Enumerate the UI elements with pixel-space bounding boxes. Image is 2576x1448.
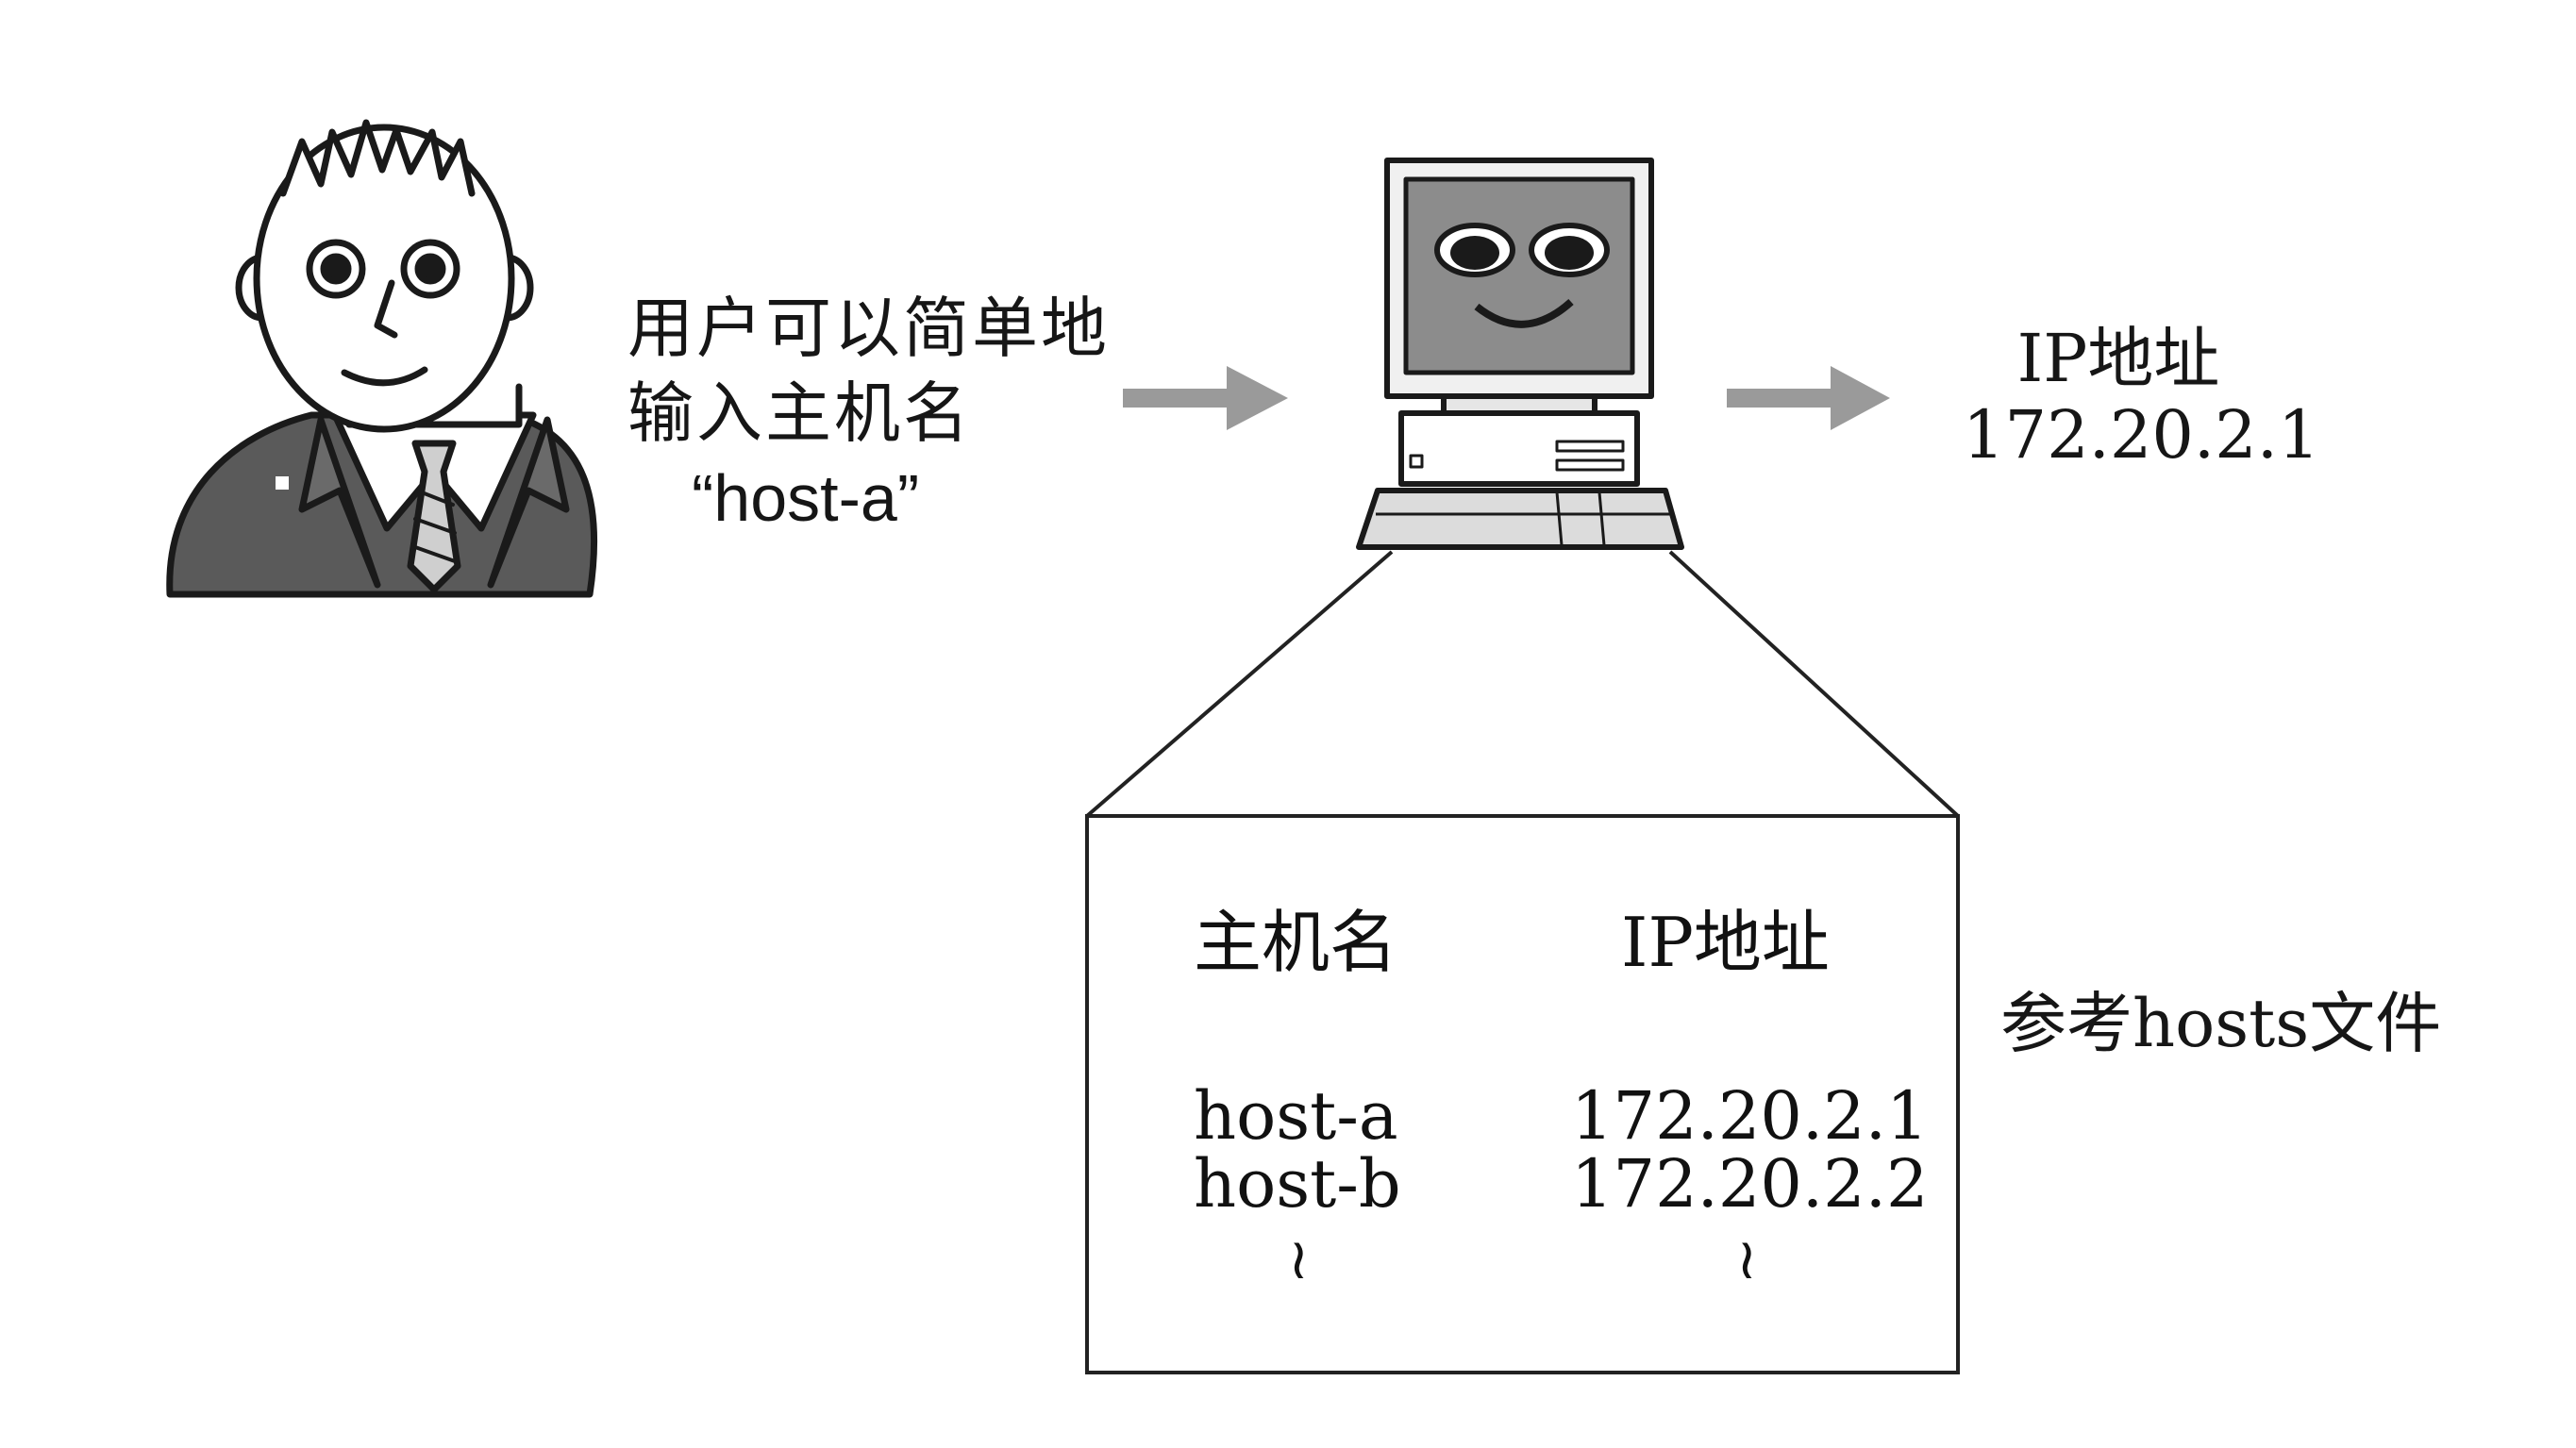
user-person-icon xyxy=(166,119,598,598)
projection-lines xyxy=(1085,550,1960,818)
hosts-table-row-2-hostname: host-b xyxy=(1194,1145,1401,1223)
arrow-right-icon xyxy=(1123,366,1288,430)
hosts-file-caption: 参考hosts文件 xyxy=(2000,985,2442,1062)
hosts-table-continuation-ip: ≀ xyxy=(1736,1226,1758,1292)
hosts-file-box xyxy=(1085,814,1960,1374)
hosts-table-header-ip: IP地址 xyxy=(1621,903,1830,982)
hosts-table-row-2-ip: 172.20.2.2 xyxy=(1571,1145,1929,1223)
resolved-ip: IP地址 172.20.2.1 xyxy=(1963,320,2320,474)
user-caption: 用户可以简单地 输入主机名 “host-a” xyxy=(627,291,1110,537)
hosts-table-header-hostname: 主机名 xyxy=(1194,903,1398,982)
user-caption-line-1: 用户可以简单地 xyxy=(627,290,1110,367)
user-caption-hostname: “host-a” xyxy=(692,461,920,535)
computer-icon xyxy=(1356,158,1684,550)
resolved-ip-label: IP地址 xyxy=(2016,320,2220,397)
hosts-table-continuation-hostname: ≀ xyxy=(1288,1226,1310,1292)
arrow-right-icon xyxy=(1727,366,1890,430)
hosts-table-row-1-hostname: host-a xyxy=(1194,1077,1398,1155)
user-caption-line-2: 输入主机名 xyxy=(627,374,972,452)
resolved-ip-value: 172.20.2.1 xyxy=(1963,395,2320,474)
hosts-table-row-1-ip: 172.20.2.1 xyxy=(1571,1077,1929,1155)
